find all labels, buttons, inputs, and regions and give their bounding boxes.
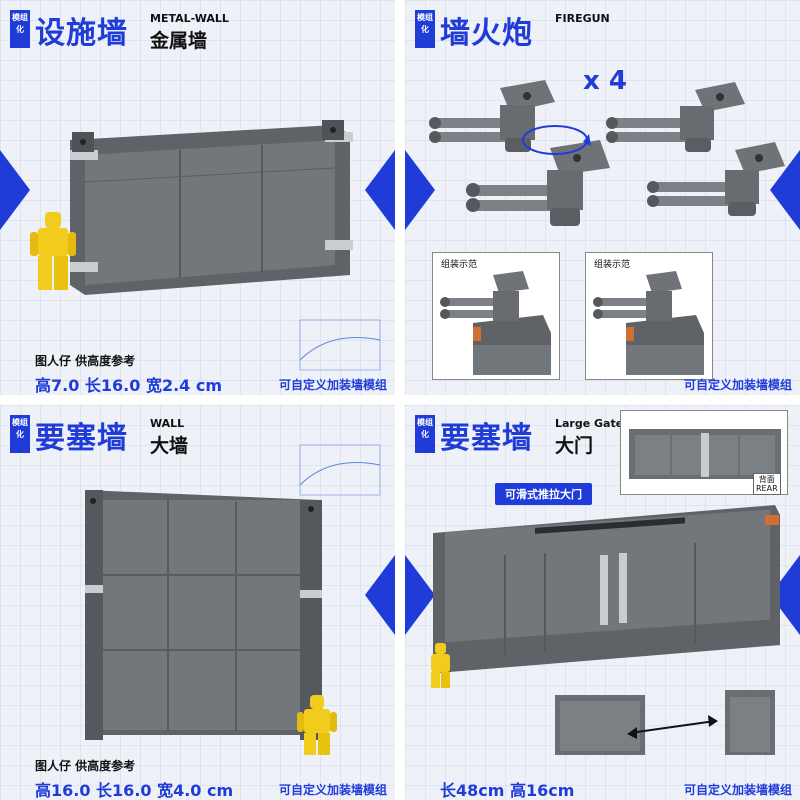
- firegun-1: [429, 80, 555, 152]
- panel-title-english: Large Gate: [555, 417, 624, 430]
- firegun-4: [647, 142, 785, 216]
- panel-subtitle: 大门: [555, 435, 594, 457]
- large-gate-illustration: [431, 505, 780, 755]
- panel-large-gate: 模组化 要塞墙 Large Gate 大门 背面 REAR 可滑式推拉大门: [405, 405, 800, 800]
- panel-subtitle: 大墙: [150, 435, 189, 457]
- rear-label-cn: 背面: [758, 475, 775, 484]
- assembly-demo-label: 组装示范: [441, 260, 478, 270]
- panel-title: 墙火炮: [440, 16, 533, 51]
- reference-note: 图人仔 供高度参考: [35, 354, 136, 368]
- accent-triangle-left: [0, 150, 30, 230]
- modular-badge: 模组化: [10, 415, 30, 453]
- panel-subtitle: 金属墙: [150, 30, 208, 52]
- assembly-demo-label: 组装示范: [594, 260, 631, 270]
- panel-title: 设施墙: [35, 16, 128, 51]
- rear-label-en: REAR: [756, 484, 778, 493]
- firegun-3: [466, 140, 610, 226]
- accent-triangle: [365, 150, 395, 230]
- dimensions: 高7.0 长16.0 宽2.4 cm: [35, 376, 223, 395]
- assembly-demo-illustration: [593, 271, 704, 375]
- minifigure: [431, 643, 450, 688]
- minifigure: [297, 695, 337, 755]
- accent-triangle: [365, 555, 395, 635]
- custom-module-note: 可自定义加装墙模组: [683, 378, 792, 392]
- rear-view-inset: 背面 REAR: [620, 410, 788, 495]
- rear-label: 背面 REAR: [753, 473, 781, 495]
- quantity-label: x 4: [583, 66, 627, 96]
- accent-triangle-left: [405, 150, 435, 230]
- custom-module-note: 可自定义加装墙模组: [278, 378, 387, 392]
- metal-wall-illustration: [30, 120, 381, 371]
- sliding-gate-label: 可滑式推拉大门: [495, 483, 592, 505]
- assembly-demo-right: 组装示范: [585, 252, 713, 380]
- custom-module-note: 可自定义加装墙模组: [683, 783, 792, 797]
- firegun-illustrations: [429, 80, 785, 226]
- panel-metal-wall: 模组化 设施墙 METAL-WALL 金属墙: [0, 0, 395, 395]
- dimensions: 长48cm 高16cm: [440, 781, 575, 800]
- custom-module-note: 可自定义加装墙模组: [278, 783, 387, 797]
- panel-firegun: 模组化 墙火炮 FIREGUN x 4: [405, 0, 800, 395]
- panel-title-english: WALL: [150, 417, 185, 430]
- modular-badge: 模组化: [415, 415, 435, 453]
- reference-note: 图人仔 供高度参考: [35, 759, 136, 773]
- modular-badge: 模组化: [10, 10, 30, 48]
- panel-fortress-wall: 模组化 要塞墙 WALL 大墙: [0, 405, 395, 800]
- minifigure: [30, 212, 76, 290]
- assembly-demo-left: 组装示范: [432, 252, 560, 380]
- panel-title-english: METAL-WALL: [150, 12, 229, 25]
- firegun-2: [606, 82, 745, 152]
- gate-rear-illustration: [629, 429, 781, 479]
- accent-triangle-left: [405, 555, 435, 635]
- assembly-demo-illustration: [440, 271, 551, 375]
- modular-badge: 模组化: [415, 10, 435, 48]
- dimensions: 高16.0 长16.0 宽4.0 cm: [35, 781, 234, 800]
- panel-title: 要塞墙: [35, 421, 128, 456]
- fortress-wall-illustration: [85, 444, 381, 755]
- panel-title: 要塞墙: [440, 421, 533, 456]
- panel-title-english: FIREGUN: [555, 12, 610, 25]
